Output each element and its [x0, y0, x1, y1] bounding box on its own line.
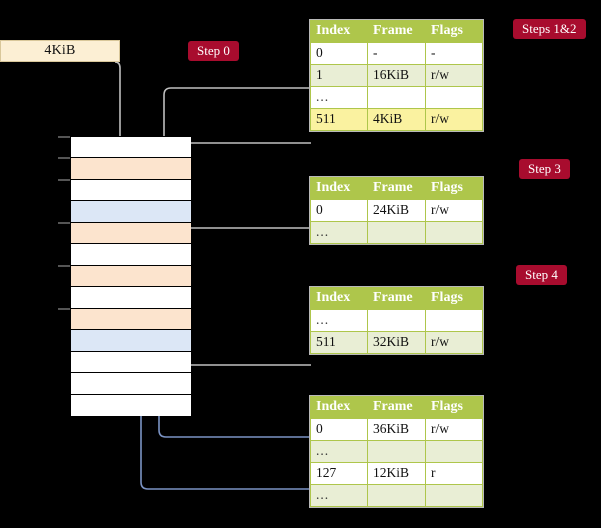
memory-frame-row — [71, 308, 191, 331]
badge-steps-1-2: Steps 1&2 — [513, 19, 586, 39]
memory-frame-row — [71, 351, 191, 374]
memory-frame-row — [71, 287, 191, 309]
column-header-flags: Flags — [425, 177, 483, 200]
memory-row-tick — [58, 136, 70, 138]
memory-frame-row — [71, 373, 191, 395]
memory-frame-row — [71, 179, 191, 202]
pte-flags-cell — [425, 221, 483, 244]
column-header-frame: Frame — [367, 287, 426, 310]
memory-frame-row — [71, 222, 191, 245]
column-header-index: Index — [310, 20, 368, 43]
badge-step-4: Step 4 — [516, 265, 567, 285]
pte-flags-cell: r/w — [425, 331, 483, 354]
column-header-flags: Flags — [425, 396, 483, 419]
memory-frame-row — [71, 330, 191, 352]
column-header-index: Index — [310, 287, 368, 310]
pte-index-cell: 0 — [310, 418, 368, 441]
pte-frame-cell: 12KiB — [367, 462, 426, 485]
table-row: ... — [310, 440, 483, 463]
pte-frame-cell: - — [367, 42, 426, 65]
wire-t2-row0-to-memory — [183, 227, 311, 265]
pte-frame-cell — [367, 86, 426, 109]
table-row: ... — [310, 309, 483, 332]
wire-t1-row511-to-memory — [183, 142, 311, 243]
column-header-flags: Flags — [425, 20, 483, 43]
pte-index-cell: 127 — [310, 462, 368, 485]
pte-frame-cell — [367, 309, 426, 332]
pte-index-cell: 511 — [310, 108, 368, 131]
pte-frame-cell — [367, 484, 426, 507]
column-header-frame: Frame — [367, 177, 426, 200]
memory-row-tick — [58, 307, 70, 310]
pte-index-cell: 511 — [310, 331, 368, 354]
pte-flags-cell: r/w — [425, 199, 483, 222]
pte-index-cell: 0 — [310, 199, 368, 222]
pte-flags-cell — [425, 440, 483, 463]
pte-index-cell: ... — [310, 484, 368, 507]
pte-flags-cell: r — [425, 462, 483, 485]
memory-row-tick — [58, 264, 70, 267]
pte-flags-cell — [425, 309, 483, 332]
memory-row-tick — [58, 221, 70, 224]
memory-frame-row — [71, 265, 191, 288]
pte-frame-cell: 36KiB — [367, 418, 426, 441]
badge-step-0: Step 0 — [188, 41, 239, 61]
pte-frame-cell: 16KiB — [367, 64, 426, 87]
table-row: ... — [310, 221, 483, 244]
pte-index-cell: ... — [310, 440, 368, 463]
pte-frame-cell: 24KiB — [367, 199, 426, 222]
source-frame-label: 4KiB — [44, 43, 76, 58]
memory-frame-row — [71, 244, 191, 266]
pte-frame-cell: 32KiB — [367, 331, 426, 354]
pte-index-cell: ... — [310, 309, 368, 332]
memory-row-tick — [58, 178, 70, 181]
column-header-index: Index — [310, 177, 368, 200]
table-row: 0-- — [310, 42, 483, 65]
pte-index-cell: 0 — [310, 42, 368, 65]
table-row: ... — [310, 484, 483, 507]
pte-flags-cell: - — [425, 42, 483, 65]
memory-frame-row — [71, 201, 191, 223]
pte-flags-cell — [425, 484, 483, 507]
memory-frame-row — [71, 158, 191, 180]
physical-memory-column — [70, 136, 191, 416]
memory-frame-row — [71, 137, 191, 159]
pte-flags-cell: r/w — [425, 418, 483, 441]
pte-frame-cell: 4KiB — [367, 108, 426, 131]
pte-flags-cell: r/w — [425, 108, 483, 131]
pte-index-cell: ... — [310, 86, 368, 109]
pte-frame-cell — [367, 440, 426, 463]
pte-flags-cell: r/w — [425, 64, 483, 87]
source-frame-box: 4KiB — [0, 40, 120, 62]
pte-flags-cell — [425, 86, 483, 109]
pte-index-cell: 1 — [310, 64, 368, 87]
column-header-index: Index — [310, 396, 368, 419]
pte-index-cell: ... — [310, 221, 368, 244]
badge-step-3: Step 3 — [519, 159, 570, 179]
table-row: ... — [310, 86, 483, 109]
column-header-frame: Frame — [367, 20, 426, 43]
column-header-frame: Frame — [367, 396, 426, 419]
memory-frame-row — [71, 394, 191, 416]
pte-frame-cell — [367, 221, 426, 244]
column-header-flags: Flags — [425, 287, 483, 310]
memory-row-tick — [58, 157, 70, 160]
wire-t3-row511-to-memory — [172, 306, 311, 366]
